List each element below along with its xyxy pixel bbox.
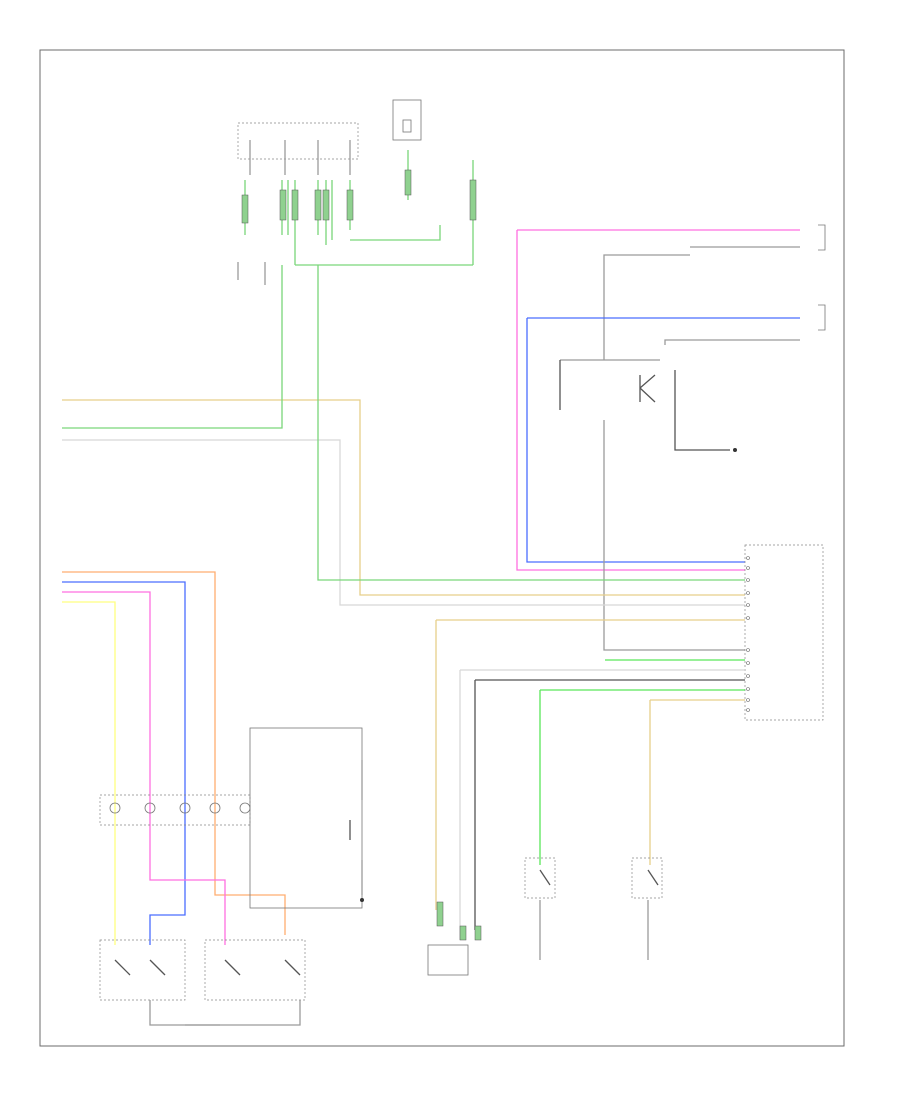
ground-left-top xyxy=(237,262,266,285)
fuel-long-wires xyxy=(516,229,745,651)
fuel-sender-area xyxy=(559,224,826,452)
junction-block xyxy=(237,122,359,175)
lower-cluster-wires xyxy=(459,659,745,940)
ground-point xyxy=(733,448,737,452)
bottom-sensors xyxy=(427,857,663,976)
middle-signal-wires xyxy=(62,265,745,910)
cluster-pins xyxy=(746,556,750,712)
left-bundle-wires xyxy=(62,571,286,945)
connector-pins xyxy=(241,169,477,224)
lamp-control-module xyxy=(249,727,364,909)
bulb-connector-strip xyxy=(99,794,251,826)
bottom-left-switches xyxy=(99,939,306,1026)
diagram-frame xyxy=(39,49,845,1047)
sensor-1 xyxy=(427,944,469,976)
fuse-box xyxy=(392,99,422,141)
instrument-cluster-connector xyxy=(744,544,824,721)
top-harness-wires xyxy=(244,150,474,266)
